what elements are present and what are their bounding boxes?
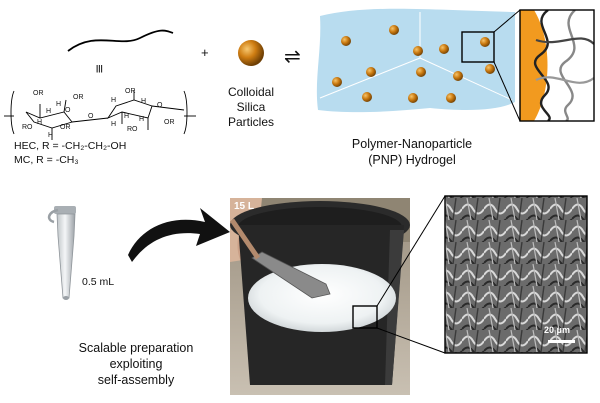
cellulose-structure-icon [4, 90, 196, 140]
silica-particle-icon [480, 37, 490, 47]
atom-label: OR [125, 88, 136, 95]
atom-label: H [46, 108, 52, 115]
atom-label: RO [22, 124, 33, 131]
mc-definition: MC, R = -CH₃ [14, 154, 79, 166]
bucket-photo [229, 198, 410, 395]
microcentrifuge-tube-icon [47, 206, 76, 300]
scalable-preparation-caption: Scalable preparation exploiting self-ass… [46, 340, 226, 388]
silica-particle-icon [362, 92, 372, 102]
colloidal-silica-label: Colloidal Silica Particles [206, 85, 296, 130]
polymer-chain-icon [67, 29, 174, 52]
zoom-line-top [493, 9, 521, 33]
silica-particle-icon [238, 40, 264, 66]
atom-label: OR [164, 119, 175, 126]
silica-particle-icon [332, 77, 342, 87]
colloidal-silica-label-line: Colloidal [227, 85, 275, 99]
atom-label: O [157, 102, 163, 109]
atom-label: H [141, 98, 147, 105]
plus-sign: + [201, 45, 209, 60]
hydrogel-block [316, 8, 515, 113]
hec-definition: HEC, R = -CH₂-CH₂-OH [14, 140, 127, 152]
atom-label: O [88, 113, 94, 120]
pnp-hydrogel-label-line: (PNP) Hydrogel [368, 153, 456, 167]
colloidal-silica-label-line: Particles [227, 115, 274, 129]
tube-volume-label: 0.5 mL [82, 276, 115, 288]
particle-polymer-inset [519, 9, 595, 122]
atom-label: OR [73, 94, 84, 101]
atom-label: H [139, 116, 145, 123]
silica-particle-icon [446, 93, 456, 103]
pnp-hydrogel-label-line: Polymer-Nanoparticle [351, 137, 473, 151]
silica-particle-icon [453, 71, 463, 81]
silica-particle-icon [416, 67, 426, 77]
sem-zoom-line-bottom [376, 327, 446, 354]
caption-line: self-assembly [97, 373, 175, 387]
equilibrium-arrows: ⇌ [284, 46, 301, 68]
atom-label: H [56, 101, 62, 108]
atom-label: H [124, 113, 130, 120]
silica-particle-icon [485, 64, 495, 74]
sem-image [444, 195, 588, 354]
scale-bar-label: 20 μm [544, 325, 571, 335]
bucket-volume-label: 15 L [234, 201, 255, 212]
silica-particle-icon [341, 36, 351, 46]
atom-label: OR [33, 90, 44, 97]
caption-line: Scalable preparation [78, 341, 194, 355]
atom-label: H [111, 121, 117, 128]
pnp-hydrogel-label: Polymer-Nanoparticle (PNP) Hydrogel [332, 136, 492, 168]
sem-zoom-line-top [376, 195, 446, 307]
atom-label: OR [60, 124, 71, 131]
atom-label: H [111, 97, 117, 104]
silica-particle-icon [389, 25, 399, 35]
scale-bar [548, 340, 575, 343]
atom-label: RO [127, 126, 138, 133]
colloidal-silica-label-line: Silica [236, 100, 266, 114]
silica-particle-icon [408, 93, 418, 103]
atom-label: H [37, 119, 43, 126]
silica-particle-icon [413, 46, 423, 56]
curved-arrow-icon [128, 208, 230, 262]
atom-label: O [65, 107, 71, 114]
hydrogel-particles [332, 25, 495, 103]
silica-particle-icon [366, 67, 376, 77]
triple-bond-symbol: ||| [96, 64, 103, 73]
zoom-line-bottom [493, 61, 521, 122]
silica-particle-icon [439, 44, 449, 54]
zoom-box [461, 31, 495, 63]
caption-line: exploiting [109, 357, 163, 371]
atom-label: H [48, 132, 54, 139]
